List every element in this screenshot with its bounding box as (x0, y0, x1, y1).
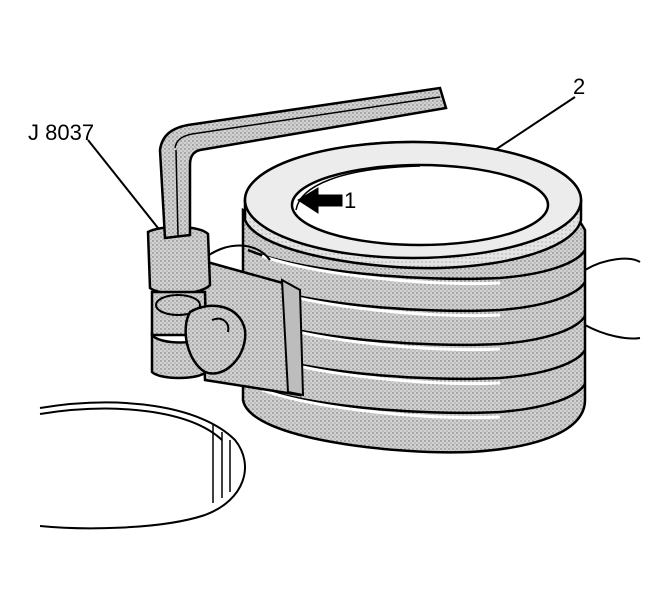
callout-2-label: 2 (573, 74, 585, 99)
leader-lines (87, 96, 576, 229)
piston-skirt-lines (584, 257, 641, 340)
compressor-body (241, 203, 587, 454)
callout-1-label: 1 (344, 188, 356, 213)
ratchet-mechanism (146, 225, 247, 380)
piston-top (243, 140, 583, 270)
cylinder-bore (39, 401, 246, 530)
leader-2 (494, 96, 576, 151)
tool-label: J 8037 (28, 120, 94, 145)
hex-key-handle (158, 86, 448, 240)
leader-tool (87, 139, 159, 229)
arrow-icon (297, 187, 343, 214)
